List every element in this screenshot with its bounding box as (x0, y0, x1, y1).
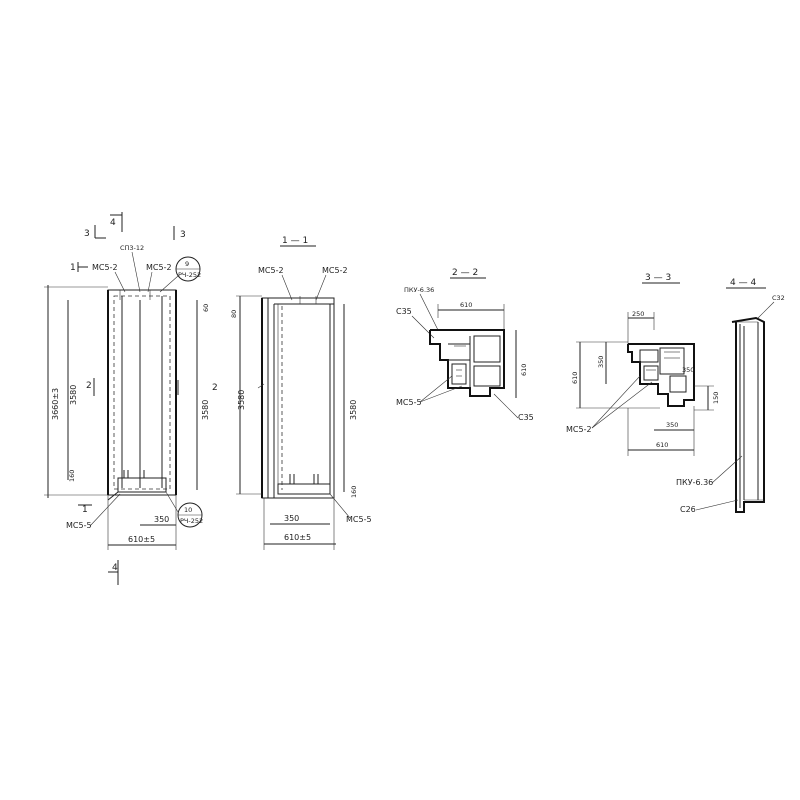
label-c32: С32 (772, 294, 785, 302)
section-mark-1-top: 1 (70, 263, 76, 273)
section-4-4-view: 4 — 4 С32 ПКУ-6.36 С26 (676, 278, 785, 514)
label-mc5-2-c: МС5-2 (258, 266, 284, 275)
dim-610-section33-left: 610 (571, 372, 579, 384)
circle-9-sheet: РЧ-252 (178, 271, 201, 279)
front-elevation-view: 3 4 3 1 СП3-12 МС5-2 МС5-2 9 РЧ-252 (44, 212, 218, 585)
dim-3580-left: 3580 (69, 385, 78, 405)
dim-3580-section11-right: 3580 (349, 400, 358, 420)
label-mc5-2-a: МС5-2 (92, 263, 118, 272)
dim-350-front: 350 (154, 515, 169, 524)
section-mark-3-right: 3 (180, 230, 186, 240)
label-mc5-5-b: МС5-5 (346, 515, 372, 524)
label-mc5-2-d: МС5-2 (322, 266, 348, 275)
dim-60: 60 (202, 304, 210, 312)
dim-610-front: 610±5 (128, 535, 155, 544)
label-c35-a: С35 (396, 307, 412, 316)
dim-160-section11: 160 (350, 486, 358, 498)
label-pku-6-36-a: ПКУ-6.36 (404, 286, 434, 294)
label-mc5-5-c: МС5-5 (396, 398, 422, 407)
dim-3580-right: 3580 (201, 400, 210, 420)
label-c26: С26 (680, 505, 696, 514)
section-mark-1-bottom: 1 (82, 505, 88, 515)
label-mc5-5-a: МС5-5 (66, 521, 92, 530)
circle-10-number: 10 (184, 506, 192, 514)
dim-610-section33-bottom: 610 (656, 441, 668, 449)
section-mark-2-right: 2 (212, 383, 218, 393)
section-1-1-title: 1 — 1 (282, 236, 308, 246)
section-mark-4-top: 4 (110, 218, 116, 228)
label-sp3-12: СП3-12 (120, 244, 144, 252)
dim-80-section11: 80 (230, 310, 238, 318)
dim-350-section33-inner: 350 (682, 366, 694, 374)
circle-9-number: 9 (185, 260, 189, 268)
section-3-3-view: 3 — 3 250 610 350 150 350 350 61 (566, 273, 720, 456)
dim-250-section33: 250 (632, 310, 644, 318)
section-3-3-title: 3 — 3 (645, 273, 671, 283)
dim-350-section11: 350 (284, 514, 299, 523)
dim-350-section33-left: 350 (597, 356, 605, 368)
label-c35-b: С35 (518, 413, 534, 422)
section-1-1-view: 1 — 1 МС5-2 МС5-2 80 3580 3580 160 МС5-5 (230, 236, 372, 550)
section-2-2-view: 2 — 2 ПКУ-6.36 610 С35 610 МС5-5 С35 (396, 268, 534, 422)
dim-610-section11: 610±5 (284, 533, 311, 542)
label-pku-6-36-b: ПКУ-6.36 (676, 478, 713, 487)
label-mc5-2-b: МС5-2 (146, 263, 172, 272)
dim-3580-section11-left: 3580 (237, 390, 246, 410)
dim-610-section22-top: 610 (460, 301, 472, 309)
dim-3660: 3660±3 (51, 388, 60, 420)
section-4-4-title: 4 — 4 (730, 278, 756, 288)
section-mark-2-left: 2 (86, 381, 92, 391)
dim-610-section22-right: 610 (520, 364, 528, 376)
section-mark-4-bottom: 4 (112, 563, 118, 573)
dim-350-section33-bottom: 350 (666, 421, 678, 429)
dim-160: 160 (68, 470, 76, 482)
label-mc5-2-e: МС5-2 (566, 425, 592, 434)
section-2-2-title: 2 — 2 (452, 268, 478, 278)
dim-150-section33: 150 (712, 392, 720, 404)
section-mark-3-left: 3 (84, 229, 90, 239)
circle-10-sheet: РЧ-252 (180, 517, 203, 525)
